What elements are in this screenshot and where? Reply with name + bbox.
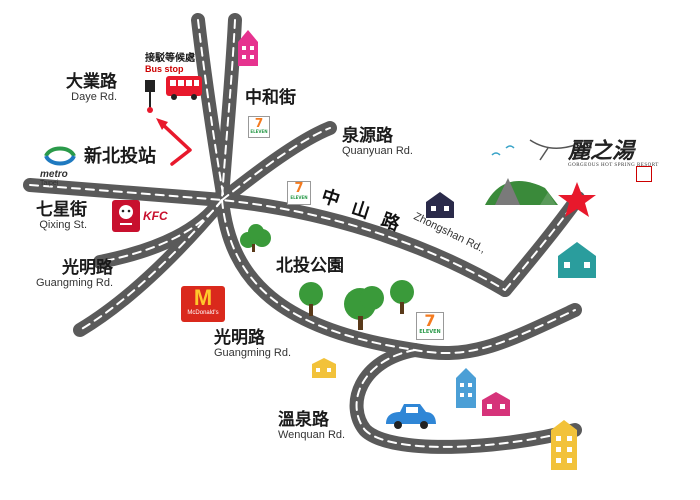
road-label-quanyuan: 泉源路 Quanyuan Rd. bbox=[342, 126, 413, 157]
roads-dash bbox=[29, 19, 579, 448]
road-label-guangming-2: 光明路 Guangming Rd. bbox=[214, 328, 292, 359]
mcdonalds-logo-icon: M McDonald's bbox=[181, 286, 225, 322]
station-label-xinbeitou: 新北投站 bbox=[84, 146, 156, 167]
kfc-logo-icon: KFC bbox=[112, 200, 168, 232]
seven-eleven-icon-2: 7 ELEVEN bbox=[287, 181, 311, 205]
house-icon-pink bbox=[482, 392, 510, 416]
house-icon-yellow-small bbox=[312, 358, 336, 378]
tree-icon-2 bbox=[344, 286, 384, 330]
tree-icon-3 bbox=[390, 280, 414, 314]
tree-icon-group-small bbox=[240, 224, 271, 252]
house-icon-magenta bbox=[238, 30, 258, 66]
seven-eleven-icon-3: 7 ELEVEN bbox=[416, 312, 444, 340]
bus-stop-sign-icon bbox=[145, 80, 155, 113]
park-label-beitou: 北投公園 bbox=[276, 256, 344, 276]
mountain-icon bbox=[485, 178, 558, 205]
tree-icon-1 bbox=[299, 282, 323, 316]
road-label-wenquan: 溫泉路 Wenquan Rd. bbox=[278, 410, 346, 441]
car-icon bbox=[386, 404, 436, 429]
star-icon bbox=[558, 182, 596, 217]
seven-eleven-icon-1: 7 ELEVEN bbox=[248, 116, 270, 138]
bird-icon bbox=[491, 145, 515, 156]
road-label-daye: 大業路 Daye Rd. bbox=[66, 72, 117, 103]
road-label-guangming-1: 光明路 Guangming Rd. bbox=[36, 258, 114, 289]
house-icon-yellow-tall bbox=[551, 420, 577, 470]
road-label-zhonghe: 中和街 bbox=[245, 88, 296, 108]
resort-logo: 麗之湯 GORGEOUS HOT SPRING RESORT bbox=[568, 138, 659, 169]
house-icon-blue bbox=[456, 368, 476, 408]
metro-logo-icon: metro Taipei bbox=[40, 142, 80, 188]
bus-icon bbox=[166, 76, 202, 100]
busstop-label: 接駁等候處 Bus stop bbox=[145, 53, 195, 74]
resort-seal-icon bbox=[636, 166, 652, 182]
house-icon-navy bbox=[426, 192, 454, 218]
road-label-qixing: 七星街 Qixing St. bbox=[36, 200, 87, 231]
crane-icon bbox=[529, 139, 576, 161]
house-icon-teal bbox=[558, 242, 596, 278]
route-arrow-icon bbox=[158, 120, 192, 166]
